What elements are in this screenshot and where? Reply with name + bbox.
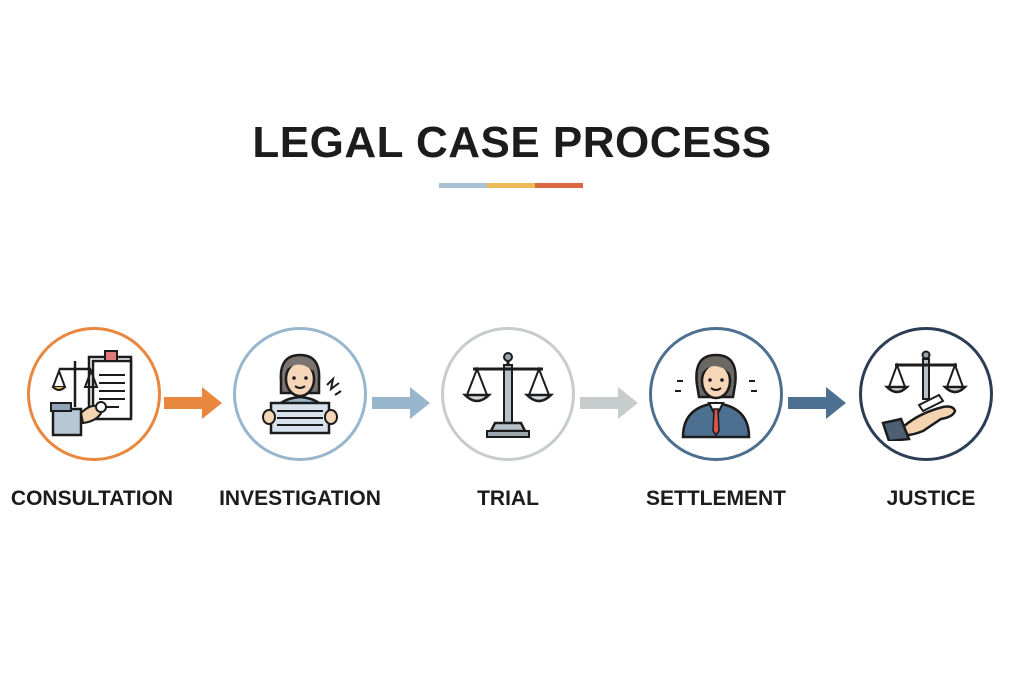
arrow-2-icon bbox=[372, 387, 430, 419]
step-investigation bbox=[233, 327, 373, 467]
underline-segment-3 bbox=[535, 183, 583, 188]
step-label-justice: JUSTICE bbox=[886, 487, 976, 510]
step-consultation bbox=[27, 327, 167, 467]
step-justice bbox=[859, 327, 999, 467]
arrow-1-icon bbox=[164, 387, 222, 419]
investigation-icon bbox=[262, 353, 342, 435]
justice-icon bbox=[881, 350, 969, 441]
underline-segment-1 bbox=[439, 183, 487, 188]
step-trial bbox=[441, 327, 581, 467]
settlement-icon bbox=[675, 353, 757, 439]
step-circle bbox=[441, 327, 575, 461]
step-circle bbox=[233, 327, 367, 461]
step-circle bbox=[27, 327, 161, 461]
step-label-investigation: INVESTIGATION bbox=[219, 487, 381, 510]
step-circle bbox=[649, 327, 783, 461]
step-label-consultation: CONSULTATION bbox=[10, 487, 174, 510]
page-title: LEGAL CASE PROCESS bbox=[252, 118, 772, 167]
trial-scales-icon bbox=[461, 352, 555, 438]
arrow-3-icon bbox=[580, 387, 638, 419]
step-label-trial: TRIAL bbox=[477, 487, 539, 510]
title-underline bbox=[439, 183, 583, 188]
step-label-settlement: SETTLEMENT bbox=[646, 487, 786, 510]
arrow-4-icon bbox=[788, 387, 846, 419]
step-circle bbox=[859, 327, 993, 461]
consultation-icon bbox=[50, 350, 133, 437]
underline-segment-2 bbox=[487, 183, 535, 188]
step-settlement bbox=[649, 327, 789, 467]
